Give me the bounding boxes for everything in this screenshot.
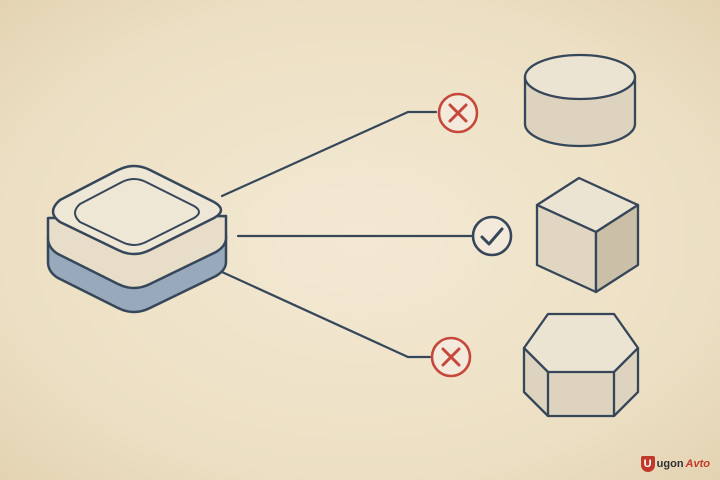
hexagonal-prism-shape	[522, 312, 640, 418]
source-block-inner-square	[74, 178, 200, 246]
source-block	[46, 164, 228, 314]
connector-line-hexagon	[220, 270, 432, 359]
source-block-top	[51, 164, 223, 256]
cylinder-shape	[523, 53, 637, 148]
watermark-brand-left: ugon	[656, 458, 684, 470]
cylinder-top	[523, 53, 637, 101]
check-circle-icon	[471, 215, 513, 257]
watermark-logo: U ugon Avto	[640, 456, 710, 472]
cross-circle-icon	[437, 92, 479, 134]
cube-shape	[535, 176, 640, 294]
connector-line-cylinder	[220, 110, 438, 198]
cross-circle-icon	[430, 336, 472, 378]
watermark-brand-right: Avto	[685, 458, 710, 470]
cube-right	[594, 203, 640, 294]
shield-logo-icon: U	[640, 456, 655, 472]
hexagonal-prism-top	[522, 312, 640, 374]
